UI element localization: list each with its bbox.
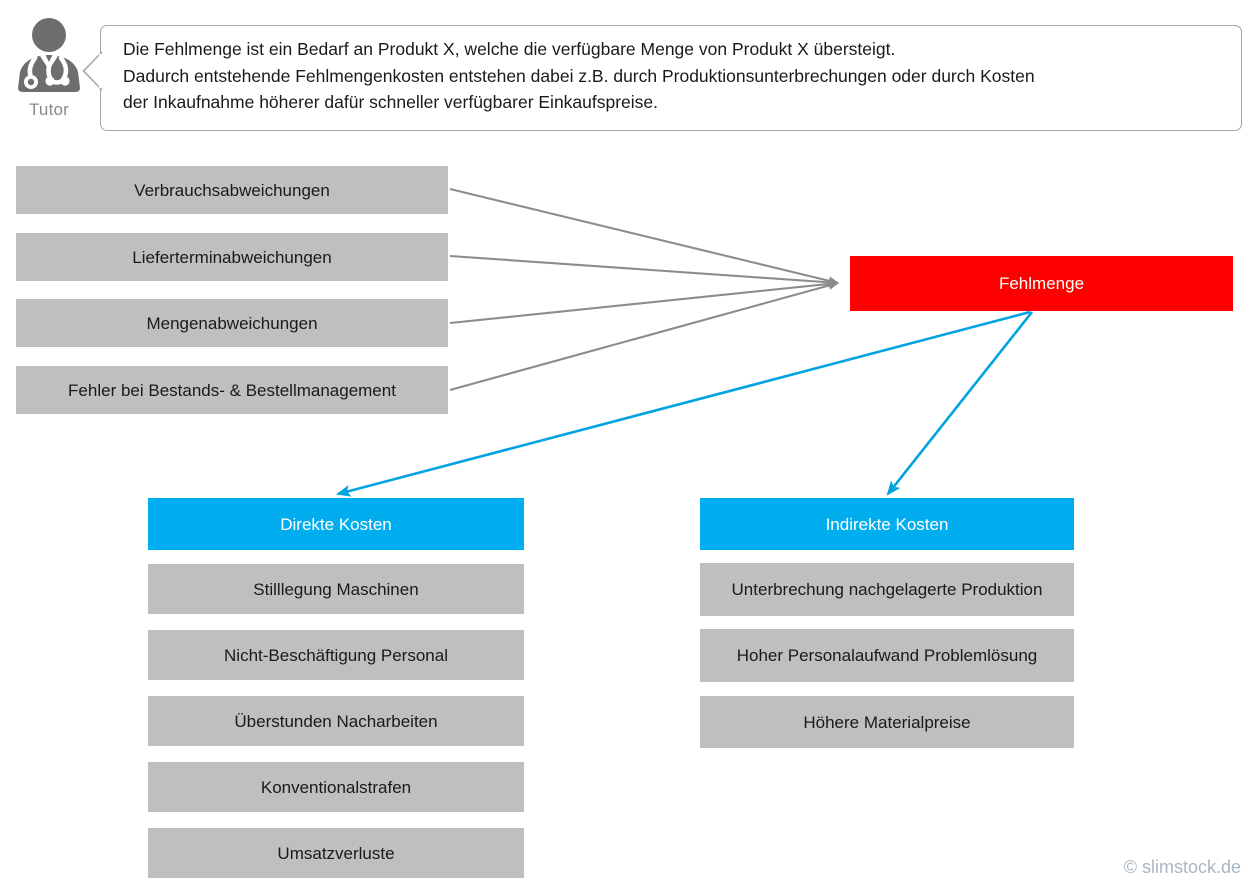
indirect-cost-item-unterbrechung-nachgelagerte-produktion[interactable]: Unterbrechung nachgelagerte Produktion [700,563,1074,616]
cause-box-label: Verbrauchsabweichungen [134,180,330,200]
tutor-speech-text: Die Fehlmenge ist ein Bedarf an Produkt … [123,39,1035,112]
cause-box-label: Lieferterminabweichungen [132,247,332,267]
cause-box-label: Fehler bei Bestands- & Bestellmanagement [68,380,396,400]
arrow-cause-2-to-center [449,279,840,325]
speech-bubble-tail-icon [82,51,104,91]
center-box-fehlmenge[interactable]: Fehlmenge [850,256,1233,311]
arrow-cause-3-to-center [449,281,840,392]
direct-cost-item-nicht-beschaeftigung-personal[interactable]: Nicht-Beschäftigung Personal [148,630,524,680]
cause-box-verbrauchsabweichungen[interactable]: Verbrauchsabweichungen [16,166,448,214]
tutor-block: Tutor [6,14,92,120]
arrow-cause-1-to-center [449,254,840,287]
footer-copyright: © slimstock.de [1123,857,1241,877]
cause-box-lieferterminabweichungen[interactable]: Lieferterminabweichungen [16,233,448,281]
direct-cost-item-umsatzverluste[interactable]: Umsatzverluste [148,828,524,878]
tutor-speech-bubble: Die Fehlmenge ist ein Bedarf an Produkt … [82,25,1242,131]
center-box-label: Fehlmenge [998,274,1085,293]
indirect-cost-item-label: Höhere Materialpreise [803,712,971,732]
indirect-cost-item-hoehere-materialpreise[interactable]: Höhere Materialpreise [700,696,1074,748]
tutor-label: Tutor [28,100,70,119]
direct-cost-item-label: Nicht-Beschäftigung Personal [224,645,448,665]
direct-cost-item-label: Stilllegung Maschinen [253,579,419,599]
cause-box-label: Mengenabweichungen [146,313,318,333]
indirect-cost-item-label: Unterbrechung nachgelagerte Produktion [731,580,1043,599]
tutor-doctor-icon [18,18,80,92]
indirect-cost-item-hoher-personalaufwand-problemloesung[interactable]: Hoher Personalaufwand Problemlösung [700,629,1074,682]
direct-cost-item-stilllegung-maschinen[interactable]: Stilllegung Maschinen [148,564,524,614]
arrow-center-to-indirect-costs [886,311,1034,496]
direct-cost-item-label: Überstunden Nacharbeiten [234,711,438,731]
group-header-indirekte-kosten[interactable]: Indirekte Kosten [700,498,1074,550]
cause-box-fehler-bestands-bestellmanagement[interactable]: Fehler bei Bestands- & Bestellmanagement [16,366,448,414]
direct-cost-item-konventionalstrafen[interactable]: Konventionalstrafen [148,762,524,812]
direct-cost-item-ueberstunden-nacharbeiten[interactable]: Überstunden Nacharbeiten [148,696,524,746]
group-header-direkte-kosten[interactable]: Direkte Kosten [148,498,524,550]
group-header-label: Direkte Kosten [280,514,392,534]
indirect-cost-item-label: Hoher Personalaufwand Problemlösung [736,646,1038,665]
arrow-cause-0-to-center [449,187,840,286]
group-header-label: Indirekte Kosten [825,514,949,534]
direct-cost-item-label: Umsatzverluste [277,843,395,863]
direct-cost-item-label: Konventionalstrafen [260,777,412,797]
cause-box-mengenabweichungen[interactable]: Mengenabweichungen [16,299,448,347]
